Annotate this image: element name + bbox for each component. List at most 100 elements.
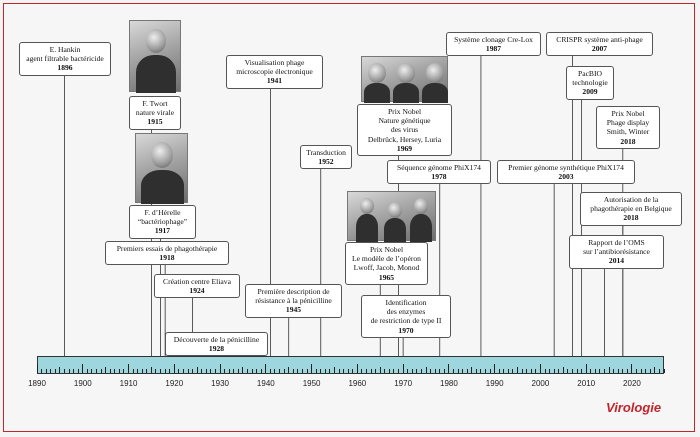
brand-text: Virologie: [606, 400, 662, 415]
minor-tick: [613, 369, 615, 373]
axis-tick-label: 1890: [28, 379, 46, 388]
minor-tick: [187, 369, 189, 373]
event-text-line: de restriction de type II: [370, 316, 442, 326]
event-text-line: technologie: [572, 78, 608, 88]
event-text-line: E. Hankin: [49, 45, 81, 54]
minor-tick: [489, 369, 491, 373]
minor-tick: [109, 369, 111, 373]
minor-tick: [279, 369, 281, 373]
minor-tick: [645, 369, 647, 373]
minor-tick: [63, 369, 65, 373]
minor-tick: [384, 369, 386, 373]
nobel-1969-portraits: [361, 56, 448, 103]
event-text-line: résistance à la pénicilline: [255, 296, 332, 306]
minor-tick: [443, 369, 445, 373]
minor-tick: [274, 369, 276, 373]
minor-tick: [457, 369, 459, 373]
event-year: 1896: [57, 63, 73, 73]
minor-tick: [507, 369, 509, 373]
event-year: 1969: [396, 143, 413, 153]
minor-tick: [315, 369, 317, 373]
minor-tick: [233, 369, 235, 373]
minor-tick: [375, 369, 377, 373]
event-text-line: Smith, Winter: [606, 127, 650, 137]
minor-tick: [237, 369, 239, 373]
minor-tick: [297, 369, 299, 373]
minor-tick: [416, 369, 418, 373]
minor-tick: [91, 369, 93, 373]
event-text-line: “bactériophage”: [137, 217, 188, 227]
axis-tick-label: 2000: [531, 379, 550, 388]
minor-tick: [439, 369, 441, 373]
major-tick: [128, 364, 130, 373]
minor-tick: [590, 369, 592, 373]
minor-tick: [617, 369, 619, 373]
event-year: 1970: [398, 325, 414, 335]
major-tick: [539, 364, 541, 373]
minor-tick: [521, 369, 523, 373]
event-year: 1928: [208, 344, 225, 354]
minor-tick: [228, 369, 230, 373]
minor-tick: [137, 369, 139, 373]
event-text-line: Premiers essais de phagothérapie: [116, 244, 218, 253]
event-text-line: Premier génome synthétique PhiX174: [508, 163, 624, 172]
major-tick: [36, 364, 38, 373]
minor-tick: [599, 369, 601, 373]
minor-tick: [41, 369, 43, 373]
minor-tick: [224, 369, 226, 373]
minor-tick: [292, 369, 294, 373]
minor-tick: [434, 369, 436, 373]
minor-tick: [141, 369, 143, 373]
minor-tick: [608, 367, 610, 373]
major-tick: [219, 364, 221, 373]
minor-tick: [571, 369, 573, 373]
axis-tick-label: 2010: [577, 379, 596, 388]
event-year: 1924: [189, 286, 205, 296]
minor-tick: [329, 369, 331, 373]
event-text-line: Lwoff, Jacob, Monod: [353, 263, 420, 273]
minor-tick: [498, 369, 500, 373]
axis-tick-label: 1960: [348, 379, 367, 388]
event-text-line: CRISPR système anti-phage: [556, 35, 643, 44]
major-tick: [173, 364, 175, 373]
event-text-line: nature virale: [135, 108, 175, 118]
axis-tick-label: 1940: [256, 379, 275, 388]
minor-tick: [485, 369, 486, 373]
event-text-line: Création centre Eliava: [163, 277, 231, 286]
nobel-1965-photo: [347, 191, 436, 242]
minor-tick: [45, 369, 47, 373]
event-year: 2003: [558, 172, 574, 182]
minor-tick: [114, 369, 116, 373]
event-text-line: Autorisation de la: [603, 195, 659, 204]
minor-tick: [196, 367, 198, 373]
minor-tick: [283, 369, 285, 373]
minor-tick: [622, 369, 624, 373]
event-year: 1917: [154, 226, 171, 236]
event-year: 1945: [285, 305, 302, 315]
minor-tick: [338, 369, 340, 373]
minor-tick: [420, 369, 422, 373]
event-year: 1941: [266, 76, 283, 86]
minor-tick: [654, 367, 656, 373]
major-tick: [402, 364, 404, 373]
axis-tick-label: 1900: [73, 379, 92, 388]
event-year: 1918: [159, 253, 175, 263]
event-text-line: Delbrück, Hersey, Luria: [367, 134, 442, 144]
axis-tick-label: 1950: [302, 379, 321, 388]
minor-tick: [581, 369, 583, 373]
minor-tick: [306, 369, 308, 373]
minor-tick: [343, 369, 345, 373]
minor-tick: [649, 369, 651, 373]
minor-tick: [379, 367, 381, 373]
event-text-line: F. Twort: [142, 99, 168, 108]
event-year: 2018: [620, 136, 636, 146]
axis-tick-label: 1990: [485, 379, 504, 388]
